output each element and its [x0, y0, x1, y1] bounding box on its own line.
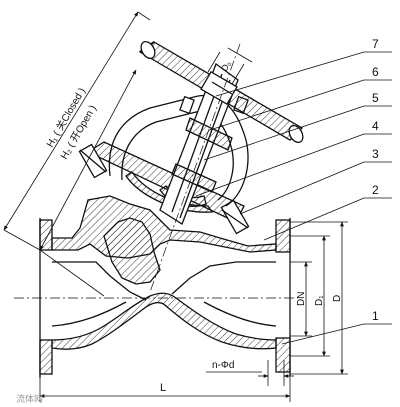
- dim-length-label: L: [160, 382, 166, 394]
- part-number-5: 5: [372, 91, 379, 105]
- dimension-lines: [3, 11, 348, 402]
- dim-d-label: D: [332, 295, 343, 302]
- part-number-6: 6: [372, 65, 379, 79]
- handwheel: [138, 40, 304, 144]
- part-number-3: 3: [372, 147, 379, 161]
- valve-body: [39, 195, 291, 378]
- dim-handwheel-label: D₀: [219, 59, 233, 73]
- watermark: 流体网: [16, 393, 43, 405]
- part-number-7: 7: [372, 37, 379, 51]
- part-number-2: 2: [372, 183, 379, 197]
- dim-bolt-holes-label: n-Φd: [212, 360, 234, 371]
- part-number-labels: 7 6 5 4 3 2 1: [372, 37, 379, 323]
- part-number-1: 1: [372, 309, 379, 323]
- part-number-4: 4: [372, 119, 379, 133]
- centre-lines: [14, 43, 298, 299]
- dim-dn-label: DN: [296, 292, 307, 306]
- dim-d1-label: D₁: [314, 295, 325, 306]
- leader-lines: [195, 51, 392, 345]
- watermark-text: 流体网: [16, 393, 43, 405]
